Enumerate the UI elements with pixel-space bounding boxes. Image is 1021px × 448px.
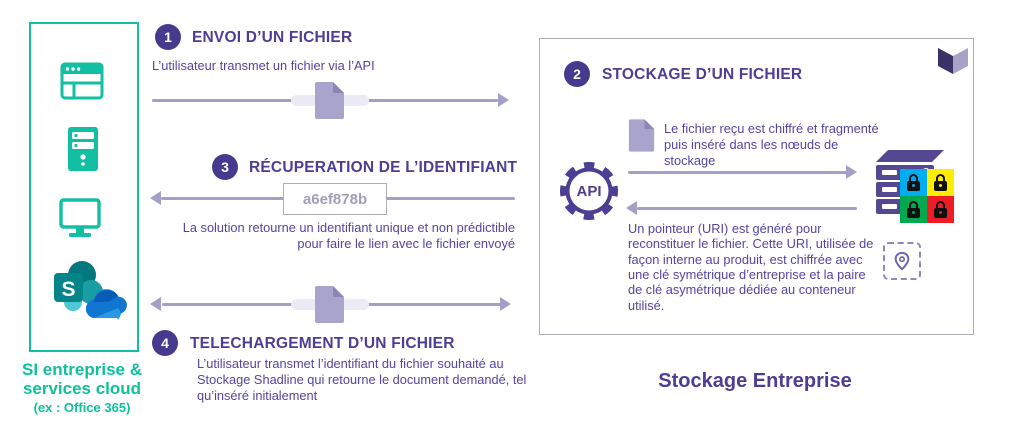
step-2-title: STOCKAGE D’UN FICHIER	[602, 66, 803, 83]
identifier-box: a6ef878b	[283, 183, 387, 215]
encryption-locks	[900, 169, 954, 223]
enterprise-si-panel: S	[29, 22, 139, 352]
step-3-arrowhead-left	[150, 191, 161, 205]
step-1-badge: 1	[155, 24, 181, 50]
storage-arrow-left-line	[637, 207, 857, 210]
gear-glyph	[560, 162, 618, 220]
lock-red-icon	[927, 196, 954, 223]
left-caption-line2: services cloud	[22, 379, 142, 399]
storage-caption: Stockage Entreprise	[658, 370, 852, 392]
storage-arrowhead-left	[626, 201, 637, 215]
step-4-description: L’utilisateur transmet l’identifiant du …	[197, 356, 527, 403]
monitor-icon	[59, 198, 101, 237]
shadline-logo-icon	[938, 48, 968, 74]
api-label: API	[576, 182, 602, 200]
step-4-title: TELECHARGEMENT D’UN FICHIER	[190, 335, 455, 352]
step-4-number: 4	[161, 335, 169, 351]
step-4-arrowhead-right	[500, 297, 511, 311]
left-caption-subtitle: (ex : Office 365)	[33, 400, 131, 416]
step-4-badge: 4	[152, 330, 178, 356]
sharepoint-letter: S	[61, 278, 75, 301]
step-1-number: 1	[164, 29, 172, 45]
pointer-text: Un pointeur (URI) est généré pour recons…	[628, 221, 874, 313]
file-icon-storage	[628, 119, 655, 152]
step-2-badge: 2	[564, 61, 590, 87]
encrypt-text: Le fichier reçu est chiffré et fragmenté…	[664, 121, 879, 168]
step-3-number: 3	[221, 159, 229, 175]
api-gear-icon: API	[554, 156, 624, 226]
lock-green-icon	[900, 196, 927, 223]
map-pin-icon	[894, 251, 910, 271]
storage-arrowhead-right	[846, 165, 857, 179]
step-2-number: 2	[573, 66, 581, 82]
lock-yellow-icon	[927, 169, 954, 196]
step-1-arrowhead-right	[498, 93, 509, 107]
browser-window-icon	[60, 62, 104, 100]
step-4-arrowhead-left	[150, 297, 161, 311]
step-1-description: L’utilisateur transmet un fichier via l’…	[152, 58, 375, 73]
left-panel-caption: SI entreprise & services cloud (ex : Off…	[7, 360, 157, 415]
file-icon-step1	[315, 82, 344, 119]
step-1-title: ENVOI D’UN FICHIER	[192, 29, 353, 46]
step-3-badge: 3	[212, 154, 238, 180]
server-tower-icon	[68, 127, 98, 171]
uri-pointer-icon	[883, 242, 921, 280]
lock-blue-icon	[900, 169, 927, 196]
step-3-description: La solution retourne un identifiant uniq…	[182, 220, 515, 251]
file-icon-step4	[315, 286, 344, 323]
sharepoint-onedrive-icon: S	[54, 261, 127, 320]
identifier-value: a6ef878b	[302, 190, 368, 208]
step-3-title: RÉCUPERATION DE L’IDENTIFIANT	[249, 159, 518, 176]
left-caption-line1: SI entreprise &	[22, 360, 142, 379]
storage-arrow-right-line	[628, 171, 848, 174]
